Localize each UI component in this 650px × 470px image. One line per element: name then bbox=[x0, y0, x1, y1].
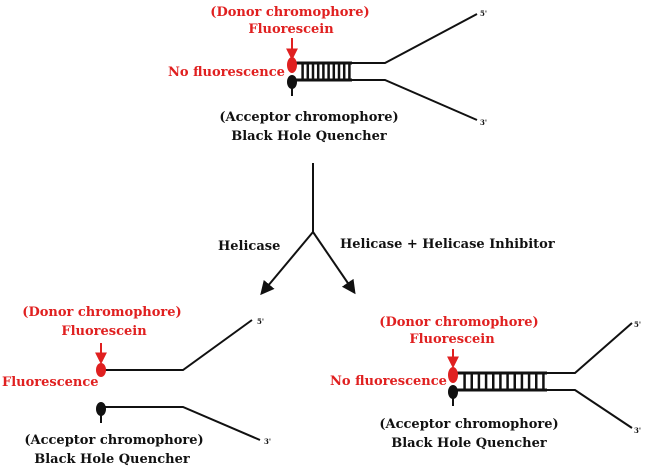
top-5prime-label: 5' bbox=[480, 9, 487, 18]
br-donor-dot bbox=[448, 367, 458, 383]
bl-donor-dot bbox=[96, 363, 106, 377]
branch-arrows: Helicase Helicase + Helicase Inhibitor bbox=[218, 163, 555, 296]
bl-5prime-strand bbox=[101, 319, 253, 371]
branch-right-arrow bbox=[312, 231, 356, 295]
top-construct: (Donor chromophore) Fluorescein No fluor… bbox=[168, 5, 487, 144]
top-donor-dot bbox=[287, 57, 297, 73]
bl-quencher-label: Black Hole Quencher bbox=[34, 452, 190, 467]
br-acceptor-label: (Acceptor chromophore) bbox=[379, 417, 558, 432]
bl-quencher-dot bbox=[96, 402, 106, 416]
br-quencher-label: Black Hole Quencher bbox=[391, 436, 547, 451]
br-donor-label: (Donor chromophore) bbox=[379, 315, 538, 330]
branch-right-label: Helicase + Helicase Inhibitor bbox=[340, 237, 555, 252]
bl-5prime-label: 5' bbox=[257, 317, 264, 326]
br-5prime-label: 5' bbox=[634, 320, 641, 329]
bl-3prime-strand bbox=[101, 406, 261, 441]
bottom-left-construct: (Donor chromophore) Fluorescein Fluoresc… bbox=[2, 305, 271, 467]
top-base-pairs bbox=[301, 63, 351, 80]
top-fluorescein-label: Fluorescein bbox=[248, 22, 334, 37]
bl-fluorescein-label: Fluorescein bbox=[61, 324, 147, 339]
br-3prime-label: 3' bbox=[634, 426, 641, 435]
br-3prime-tail bbox=[547, 389, 633, 429]
br-state-label: No fluorescence bbox=[330, 374, 447, 389]
bl-state-label: Fluorescence bbox=[2, 375, 99, 390]
bl-acceptor-label: (Acceptor chromophore) bbox=[24, 433, 203, 448]
br-fluorescein-label: Fluorescein bbox=[409, 332, 495, 347]
top-quencher-label: Black Hole Quencher bbox=[231, 129, 387, 144]
top-3prime-tail bbox=[352, 79, 478, 121]
bl-3prime-label: 3' bbox=[264, 437, 271, 446]
branch-left-arrow bbox=[260, 231, 314, 296]
top-quencher-dot bbox=[287, 75, 297, 89]
top-acceptor-label: (Acceptor chromophore) bbox=[219, 110, 398, 125]
bl-donor-label: (Donor chromophore) bbox=[22, 305, 181, 320]
br-base-pairs bbox=[463, 373, 545, 390]
top-state-label: No fluorescence bbox=[168, 65, 285, 80]
top-5prime-tail bbox=[352, 13, 478, 64]
br-quencher-dot bbox=[448, 385, 458, 399]
bottom-right-construct: (Donor chromophore) Fluorescein No fluor… bbox=[330, 315, 641, 451]
br-5prime-tail bbox=[547, 322, 633, 374]
top-donor-label: (Donor chromophore) bbox=[210, 5, 369, 20]
top-3prime-label: 3' bbox=[480, 118, 487, 127]
branch-left-label: Helicase bbox=[218, 239, 280, 254]
